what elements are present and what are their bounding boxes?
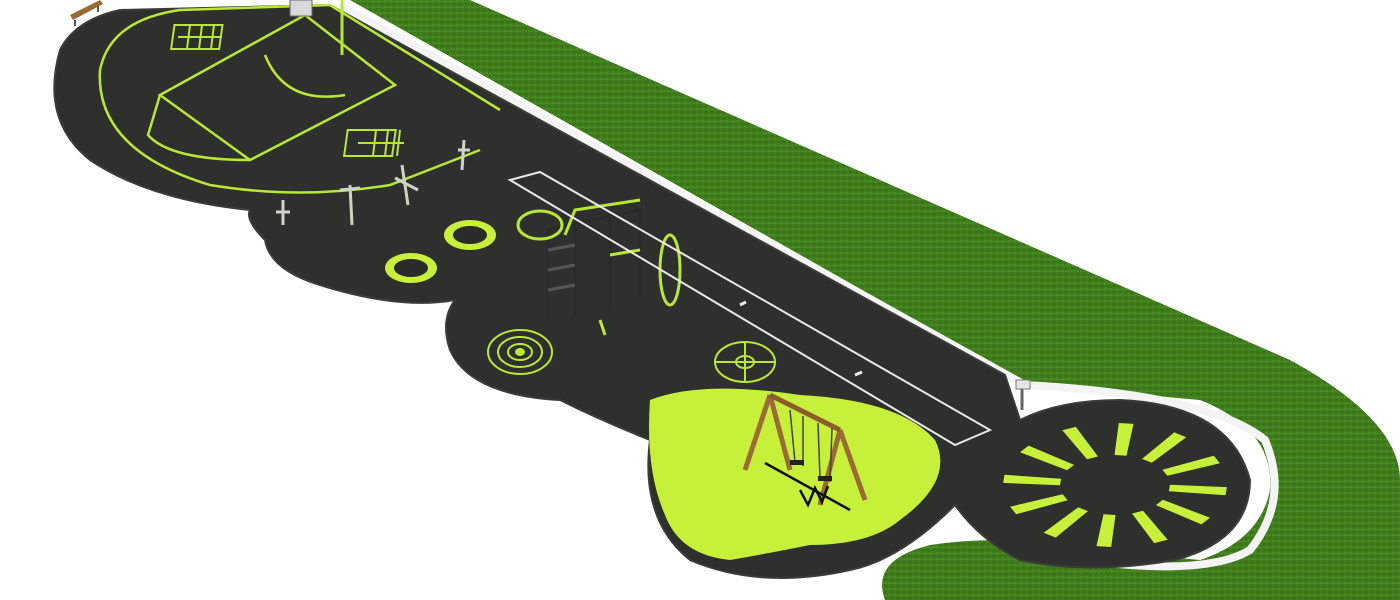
sun-ray — [1062, 426, 1098, 460]
in-ground-trampoline — [385, 220, 496, 283]
sun-ray — [1142, 432, 1187, 463]
park-bench — [70, 0, 103, 26]
sun-ray — [1155, 499, 1210, 525]
sun-ray — [1003, 474, 1062, 486]
path-edge-line — [338, 1, 1279, 571]
sun-ray — [1043, 507, 1088, 538]
wooden-swing — [742, 392, 868, 512]
target-rings — [487, 329, 553, 375]
sun-ray-marking — [1003, 423, 1227, 547]
rubber-play-surface — [53, 3, 1252, 579]
sun-ray — [1162, 455, 1220, 476]
sun-ray — [1096, 514, 1116, 547]
compass-rose — [714, 341, 776, 383]
sign-post — [1015, 379, 1031, 410]
grid-game — [169, 24, 404, 157]
outdoor-fitness-machine — [276, 139, 470, 226]
swing-safety-surface — [649, 388, 941, 560]
sun-ray — [1020, 445, 1075, 471]
sun-ray — [1132, 510, 1168, 544]
sprint-lane — [507, 170, 993, 447]
grass-area — [350, 0, 1400, 600]
sun-ray — [1114, 423, 1134, 456]
sun-ray — [1010, 494, 1068, 515]
sun-ray — [1168, 484, 1227, 496]
storage-box — [289, 0, 313, 17]
